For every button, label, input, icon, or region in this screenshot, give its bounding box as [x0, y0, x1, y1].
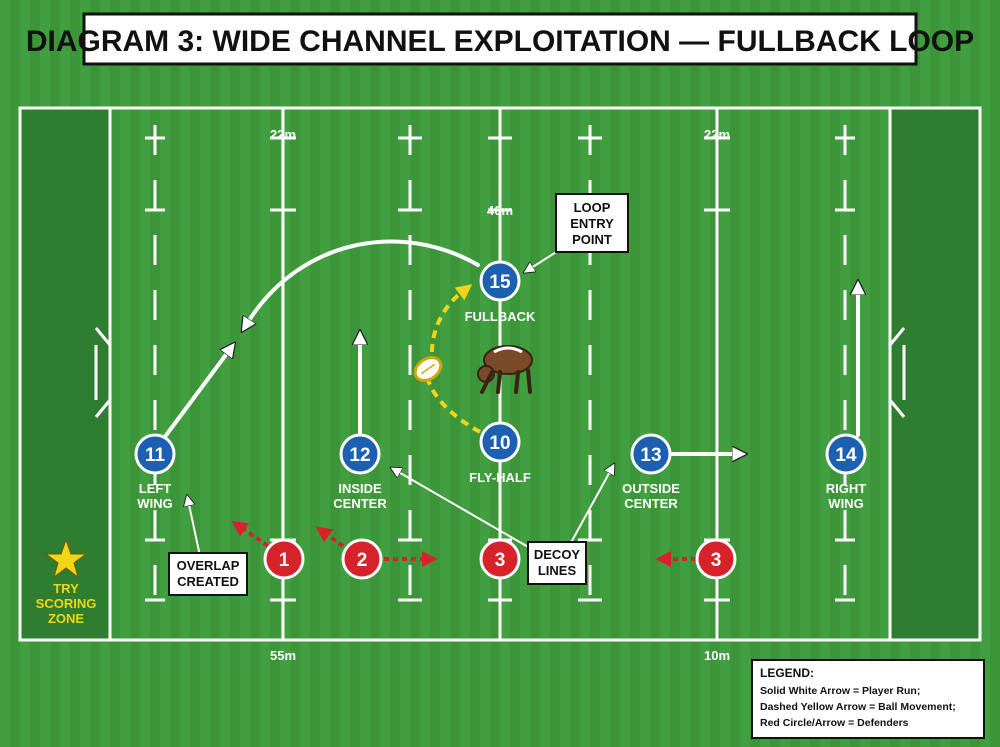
decoy-pointer-right	[567, 468, 612, 549]
attacker-11-number: 11	[145, 445, 166, 466]
attacker-15-number: 15	[489, 272, 511, 293]
attacker-10: 10 FLY-HALF	[469, 421, 531, 485]
defender-2-run-left	[315, 526, 345, 548]
defender-runs	[231, 520, 696, 567]
attacker-15-label: FULLBACK	[465, 309, 536, 324]
label-10m: 10m	[704, 648, 730, 663]
label-55m: 55m	[270, 648, 296, 663]
attacker-10-label: FLY-HALF	[469, 470, 531, 485]
defender-2: 2	[341, 538, 383, 580]
rugby-ball-icon	[413, 356, 443, 382]
label-22m-right: 22m	[704, 127, 730, 142]
decoy-pointer-left	[395, 470, 531, 549]
attacker-12-number: 12	[349, 445, 370, 466]
attacker-10-number: 10	[489, 433, 510, 454]
left-wing-run	[162, 352, 228, 440]
right-goal-posts	[888, 327, 906, 418]
player-runs	[162, 239, 858, 454]
legend-line-defenders: Red Circle/Arrow = Defenders	[760, 717, 909, 729]
star-icon	[44, 538, 88, 579]
tackler-figure-icon	[477, 345, 533, 394]
diagram-title: DIAGRAM 3: WIDE CHANNEL EXPLOITATION — F…	[26, 25, 974, 58]
defender-1: 1	[263, 538, 305, 580]
legend-line-ball-movement: Dashed Yellow Arrow = Ball Movement;	[760, 701, 956, 713]
defender-3-right-number: 3	[711, 550, 722, 571]
label-22m-left: 22m	[270, 127, 296, 142]
attacker-13-number: 13	[640, 445, 661, 466]
left-goal-posts	[94, 327, 112, 418]
defender-3-center-number: 3	[495, 550, 506, 571]
legend-title: LEGEND:	[760, 666, 814, 680]
overlap-pointer	[188, 500, 201, 557]
defender-3-center: 3	[479, 538, 521, 580]
title-box: DIAGRAM 3: WIDE CHANNEL EXPLOITATION — F…	[26, 12, 974, 66]
attacker-15: 15 FULLBACK	[465, 260, 536, 324]
defender-2-number: 2	[357, 550, 368, 571]
defender-3-right: 3	[695, 538, 737, 580]
label-40m: 40m	[487, 203, 513, 218]
legend: LEGEND: Solid White Arrow = Player Run; …	[751, 659, 985, 739]
defender-1-number: 1	[279, 550, 290, 571]
attacker-14-number: 14	[835, 445, 857, 466]
fullback-loop-run	[248, 239, 480, 322]
ball-pass-path-upper	[430, 284, 473, 353]
legend-line-player-run: Solid White Arrow = Player Run;	[760, 685, 920, 697]
